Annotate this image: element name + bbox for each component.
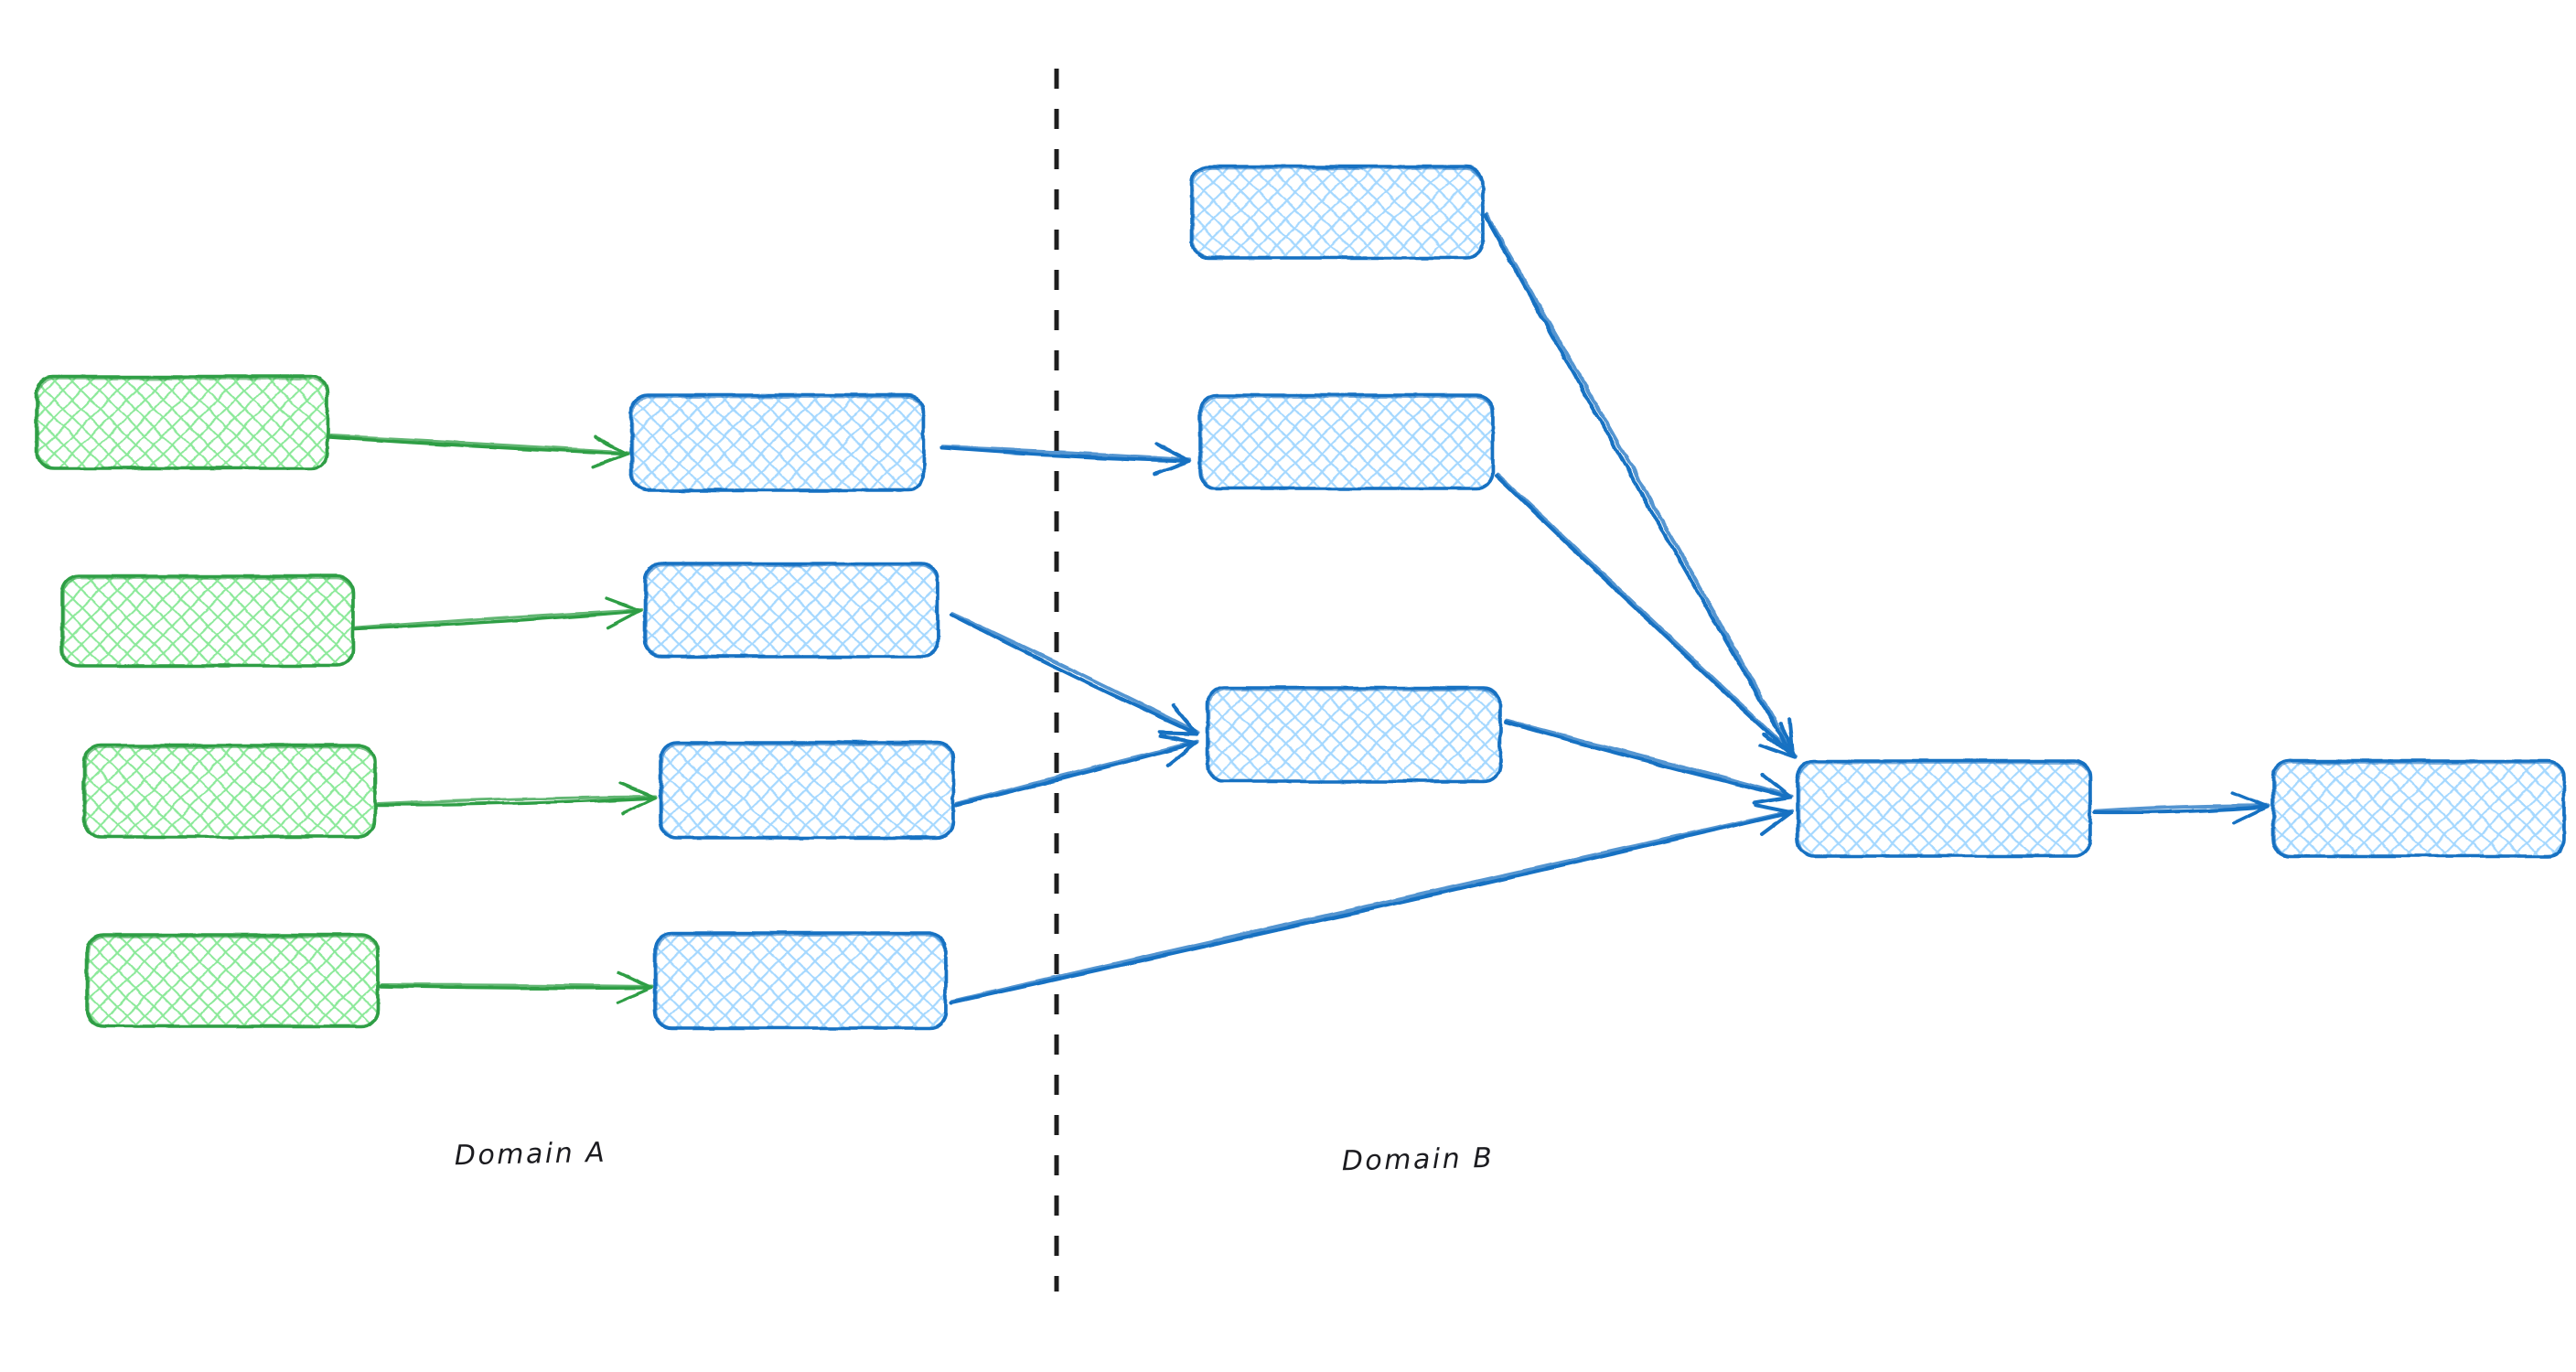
- domain-a-label: Domain A: [454, 1136, 607, 1173]
- node-a1[interactable]: [35, 375, 329, 470]
- edge-a1-b1: [327, 434, 630, 468]
- node-b2[interactable]: [643, 562, 939, 659]
- node-c0[interactable]: [1190, 165, 1485, 260]
- edges-layer: [327, 212, 2270, 1004]
- nodes-layer: [35, 165, 2566, 1030]
- domain-b-label: Domain B: [1341, 1142, 1495, 1178]
- node-d1[interactable]: [1796, 759, 2092, 858]
- edge-b3-c2: [954, 734, 1200, 807]
- node-b4[interactable]: [653, 931, 948, 1030]
- node-b3[interactable]: [659, 741, 955, 840]
- edge-a4-b4: [379, 970, 654, 1004]
- node-a3[interactable]: [82, 744, 377, 839]
- edge-a2-b2: [353, 596, 643, 631]
- edge-c2-d1: [1504, 719, 1795, 806]
- edge-a3-b3: [375, 781, 658, 815]
- node-a2[interactable]: [60, 574, 355, 668]
- edge-c0-d1: [1484, 212, 1797, 757]
- edge-b4-d1: [950, 803, 1795, 1004]
- node-c1[interactable]: [1198, 393, 1495, 490]
- node-c2[interactable]: [1206, 686, 1502, 783]
- node-e1[interactable]: [2271, 759, 2566, 858]
- edge-d1-e1: [2093, 790, 2270, 825]
- edge-b2-c2: [950, 611, 1200, 735]
- node-a4[interactable]: [85, 933, 380, 1028]
- node-b1[interactable]: [629, 393, 926, 492]
- edge-b1-c1: [940, 442, 1193, 477]
- edge-c1-d1: [1495, 472, 1798, 759]
